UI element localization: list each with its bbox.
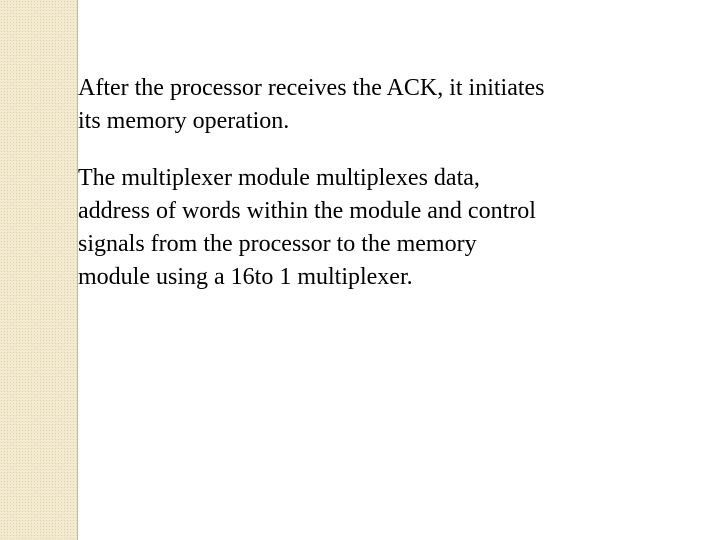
decorative-side-bar — [0, 0, 78, 540]
paragraph-multiplexer: The multiplexer module multiplexes data,… — [78, 162, 708, 294]
text-line: After the processor receives the ACK, it… — [78, 75, 545, 101]
text-line: address of words within the module and c… — [78, 198, 536, 224]
slide-body: After the processor receives the ACK, it… — [78, 72, 708, 318]
text-line: module using a 16to 1 multiplexer. — [78, 264, 413, 290]
paragraph-ack: After the processor receives the ACK, it… — [78, 72, 708, 138]
text-line: its memory operation. — [78, 108, 290, 134]
text-line: The multiplexer module multiplexes data, — [78, 165, 480, 191]
text-line: signals from the processor to the memory — [78, 231, 477, 257]
